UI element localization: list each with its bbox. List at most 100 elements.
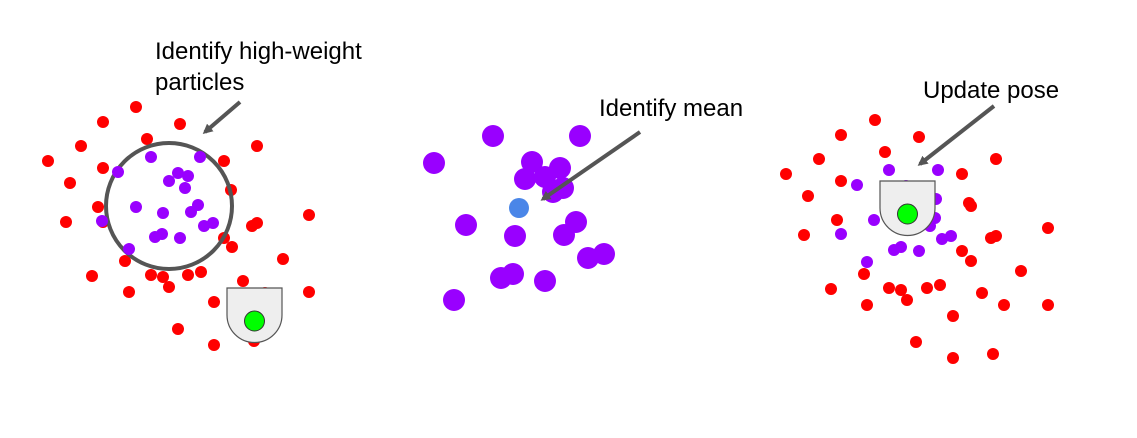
low-weight-particle xyxy=(172,323,184,335)
low-weight-particle xyxy=(208,296,220,308)
high-weight-particle xyxy=(569,125,591,147)
high-weight-particle xyxy=(521,151,543,173)
robot-sensor-icon xyxy=(244,310,265,332)
low-weight-particle xyxy=(208,339,220,351)
high-weight-particle xyxy=(861,256,873,268)
high-weight-particle xyxy=(96,215,108,227)
high-weight-particle xyxy=(423,152,445,174)
low-weight-particle xyxy=(1015,265,1027,277)
robot-icon xyxy=(226,287,283,344)
high-weight-particle xyxy=(174,232,186,244)
annotation-arrow xyxy=(917,104,996,166)
low-weight-particle xyxy=(965,255,977,267)
low-weight-particle xyxy=(921,282,933,294)
high-weight-particle xyxy=(455,214,477,236)
high-weight-particle xyxy=(194,151,206,163)
low-weight-particle xyxy=(913,131,925,143)
panel-3-label-line-1: Update pose xyxy=(923,77,1059,104)
low-weight-particle xyxy=(956,168,968,180)
low-weight-particle xyxy=(990,230,1002,242)
high-weight-particle xyxy=(482,125,504,147)
high-weight-particle xyxy=(198,220,210,232)
low-weight-particle xyxy=(97,116,109,128)
low-weight-particle xyxy=(901,294,913,306)
low-weight-particle xyxy=(802,190,814,202)
high-weight-particle xyxy=(157,207,169,219)
low-weight-particle xyxy=(895,284,907,296)
high-weight-particle xyxy=(149,231,161,243)
low-weight-particle xyxy=(825,283,837,295)
panel-2: Identify mean xyxy=(423,95,743,311)
low-weight-particle xyxy=(990,153,1002,165)
annotation-arrow xyxy=(202,100,242,134)
low-weight-particles xyxy=(780,114,1054,364)
low-weight-particle xyxy=(182,269,194,281)
low-weight-particle xyxy=(303,286,315,298)
low-weight-particle xyxy=(987,348,999,360)
low-weight-particle xyxy=(879,146,891,158)
high-weight-particle xyxy=(553,224,575,246)
panel-1: Identify high-weight particles xyxy=(42,38,368,351)
high-weight-particle xyxy=(443,289,465,311)
low-weight-particle xyxy=(60,216,72,228)
low-weight-particle xyxy=(130,101,142,113)
high-weight-particles xyxy=(423,125,615,311)
high-weight-particle xyxy=(185,206,197,218)
low-weight-particle xyxy=(195,266,207,278)
high-weight-particle xyxy=(895,241,907,253)
low-weight-particle xyxy=(1042,222,1054,234)
low-weight-particle xyxy=(218,155,230,167)
panel-1-label: Identify high-weight particles xyxy=(155,38,368,96)
low-weight-particle xyxy=(934,279,946,291)
low-weight-particle xyxy=(303,209,315,221)
low-weight-particle xyxy=(157,271,169,283)
high-weight-particle xyxy=(504,225,526,247)
low-weight-particle xyxy=(910,336,922,348)
high-weight-particle xyxy=(883,164,895,176)
high-weight-particle xyxy=(936,233,948,245)
high-weight-particle xyxy=(179,182,191,194)
low-weight-particle xyxy=(1042,299,1054,311)
high-weight-particle xyxy=(514,168,536,190)
panel-1-label-line-2: particles xyxy=(155,69,244,96)
low-weight-particle xyxy=(246,220,258,232)
low-weight-particle xyxy=(141,133,153,145)
low-weight-particle xyxy=(835,175,847,187)
high-weight-particle xyxy=(502,263,524,285)
panel-3-label: Update pose xyxy=(923,77,1059,104)
low-weight-particle xyxy=(75,140,87,152)
high-weight-particle xyxy=(163,175,175,187)
low-weight-particle xyxy=(123,286,135,298)
low-weight-particle xyxy=(277,253,289,265)
low-weight-particle xyxy=(869,114,881,126)
high-weight-particles xyxy=(96,151,219,255)
high-weight-particle xyxy=(130,201,142,213)
high-weight-particle xyxy=(123,243,135,255)
low-weight-particle xyxy=(947,310,959,322)
low-weight-particle xyxy=(145,269,157,281)
low-weight-particle xyxy=(97,162,109,174)
low-weight-particle xyxy=(237,275,249,287)
robot-sensor-icon xyxy=(897,203,918,225)
low-weight-particle xyxy=(998,299,1010,311)
low-weight-particle xyxy=(965,200,977,212)
low-weight-particle xyxy=(835,129,847,141)
high-weight-particle xyxy=(851,179,863,191)
low-weight-particle xyxy=(858,268,870,280)
low-weight-particle xyxy=(883,282,895,294)
low-weight-particle xyxy=(831,214,843,226)
high-weight-particle xyxy=(112,166,124,178)
low-weight-particle xyxy=(813,153,825,165)
low-weight-particle xyxy=(174,118,186,130)
panel-2-label: Identify mean xyxy=(599,95,743,122)
high-weight-particle xyxy=(534,270,556,292)
mean-point xyxy=(509,198,529,218)
low-weight-particle xyxy=(251,140,263,152)
low-weight-particle xyxy=(86,270,98,282)
low-weight-particle xyxy=(42,155,54,167)
selection-circle xyxy=(104,141,234,271)
panel-1-label-line-1: Identify high-weight xyxy=(155,38,362,65)
low-weight-particle xyxy=(798,229,810,241)
high-weight-particle xyxy=(577,247,599,269)
panel-2-label-line-1: Identify mean xyxy=(599,95,743,122)
